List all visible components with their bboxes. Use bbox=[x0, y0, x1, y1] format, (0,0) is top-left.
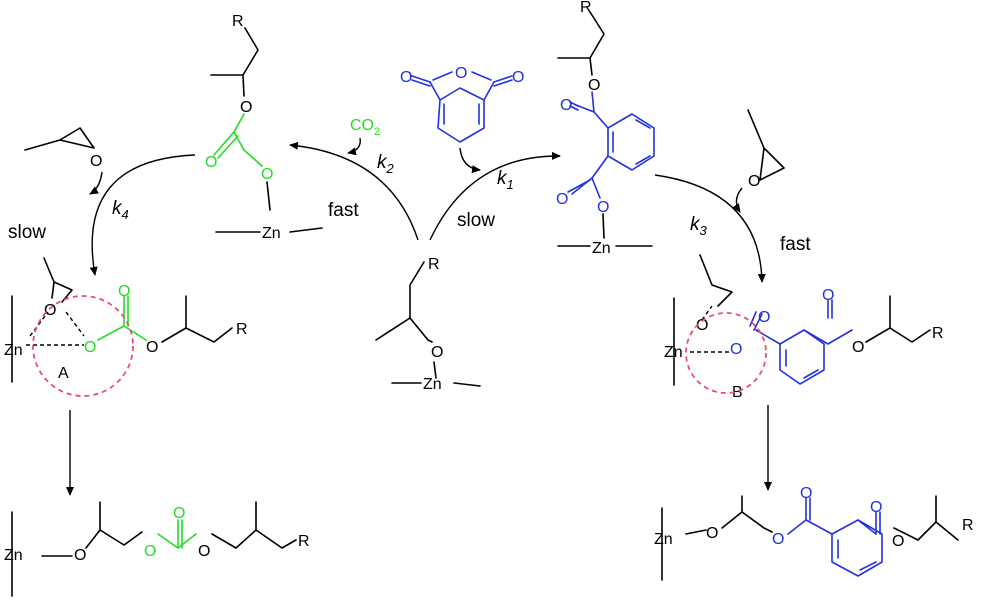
oxygen-label: O bbox=[240, 99, 252, 116]
epoxide-oxygen-label: O bbox=[748, 173, 760, 190]
zinc-label: Zn bbox=[423, 376, 442, 393]
transition-state-b: Zn O O O O O R B bbox=[664, 254, 944, 401]
k4-label: k4 bbox=[112, 198, 129, 222]
zinc-label: Zn bbox=[664, 344, 683, 361]
oxygen-label: O bbox=[431, 344, 443, 361]
co2-label: CO2 bbox=[350, 117, 380, 138]
r-group-label: R bbox=[298, 533, 310, 550]
oxygen-label: O bbox=[198, 543, 210, 560]
oxygen-label: O bbox=[852, 339, 864, 356]
zinc-label: Zn bbox=[262, 225, 281, 242]
transition-circle-b bbox=[685, 312, 767, 394]
k2-label: k2 bbox=[377, 152, 395, 176]
zinc-label: Zn bbox=[4, 342, 23, 359]
reaction-arrows bbox=[66, 141, 772, 496]
carbonyl-oxygen-label: O bbox=[173, 505, 185, 522]
r-group-label: R bbox=[580, 0, 592, 16]
label-a: A bbox=[58, 365, 69, 382]
fast-label-k3: fast bbox=[780, 234, 811, 255]
oxygen-label: O bbox=[730, 341, 742, 358]
carbonyl-oxygen-label: O bbox=[205, 154, 217, 171]
carbonyl-oxygen-label: O bbox=[512, 69, 524, 86]
oxygen-label: O bbox=[146, 339, 158, 356]
epoxide-oxygen-label: O bbox=[90, 153, 102, 170]
polyester-product: Zn O O O O O R bbox=[654, 485, 974, 581]
co2-reagent: CO2 bbox=[347, 117, 380, 156]
zinc-phthalate-intermediate: R O O O O Zn bbox=[556, 0, 655, 257]
carbonyl-oxygen-label: O bbox=[400, 69, 412, 86]
epoxide-oxygen-label: O bbox=[44, 302, 56, 319]
oxygen-label: O bbox=[588, 77, 600, 94]
r-group-label: R bbox=[236, 321, 248, 338]
k1-label: k1 bbox=[497, 168, 514, 192]
k3-label: k3 bbox=[690, 214, 708, 238]
carbonyl-oxygen-label: O bbox=[556, 191, 568, 208]
carbonyl-oxygen-label: O bbox=[822, 287, 834, 304]
carbonyl-oxygen-label: O bbox=[870, 499, 882, 516]
epoxide-oxygen-label: O bbox=[696, 317, 708, 334]
oxygen-label: O bbox=[144, 543, 156, 560]
oxygen-label: O bbox=[597, 199, 609, 216]
polycarbonate-product: Zn O O O O R bbox=[4, 501, 310, 597]
oxygen-label: O bbox=[772, 531, 784, 548]
zn-alkoxide-initiator: R O Zn bbox=[375, 256, 481, 393]
oxygen-label: O bbox=[892, 533, 904, 550]
fast-label-k2: fast bbox=[328, 200, 359, 221]
transition-circle-a bbox=[32, 295, 134, 397]
r-group-label: R bbox=[428, 256, 440, 273]
carbonyl-oxygen-label: O bbox=[560, 97, 572, 114]
label-b: B bbox=[732, 384, 743, 401]
zinc-carbonate-intermediate: R O O O Zn bbox=[205, 13, 323, 242]
zinc-label: Zn bbox=[592, 240, 611, 257]
carbonyl-oxygen-label: O bbox=[118, 283, 130, 300]
carbonyl-oxygen-label: O bbox=[800, 485, 812, 502]
slow-label-k1: slow bbox=[457, 210, 495, 231]
oxygen-label: O bbox=[706, 525, 718, 542]
carbonyl-oxygen-label: O bbox=[758, 309, 770, 326]
slow-label-k4: slow bbox=[8, 222, 46, 243]
rate-labels: k2 fast k1 slow slow k4 k3 fast bbox=[8, 152, 811, 255]
oxygen-label: O bbox=[74, 547, 86, 564]
transition-state-a: Zn O O O O R A bbox=[4, 257, 248, 397]
zinc-label: Zn bbox=[654, 531, 673, 548]
propylene-oxide-reagent-right: O bbox=[732, 109, 785, 213]
oxygen-label: O bbox=[84, 339, 96, 356]
r-group-label: R bbox=[932, 325, 944, 342]
r-group-label: R bbox=[962, 517, 974, 534]
propylene-oxide-reagent-left: O bbox=[24, 127, 103, 195]
phthalic-anhydride-reagent: O O O bbox=[400, 65, 524, 174]
oxygen-label: O bbox=[261, 166, 273, 183]
ring-oxygen-label: O bbox=[455, 65, 467, 82]
zinc-label: Zn bbox=[4, 547, 23, 564]
r-group-label: R bbox=[232, 13, 244, 30]
